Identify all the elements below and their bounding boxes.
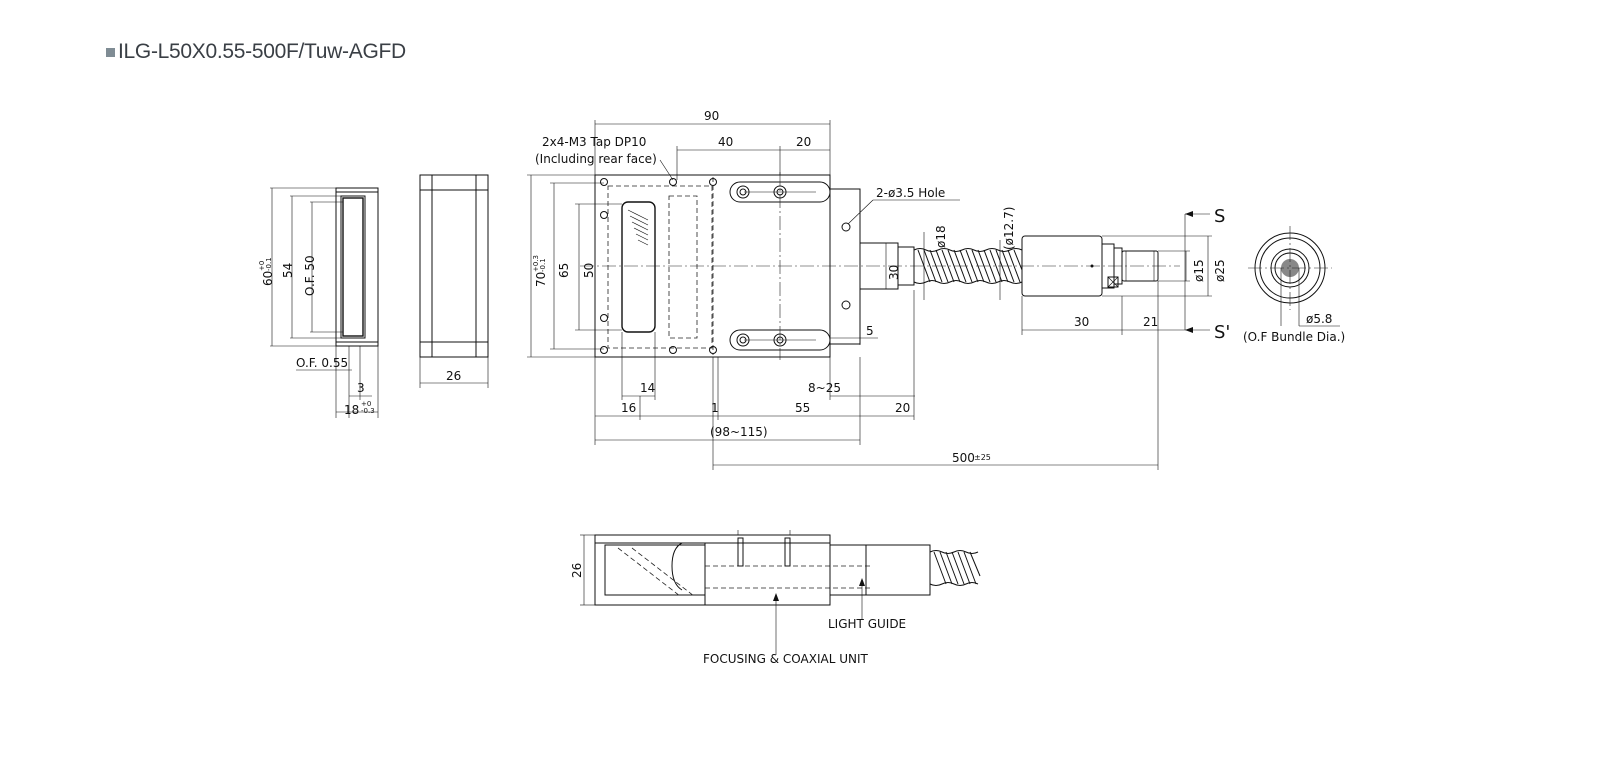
dim-25-dia: ø25 [1213, 259, 1227, 282]
dimension-lines [527, 120, 1340, 470]
section-s: S [1214, 206, 1225, 227]
page-title: ILG-L50X0.55-500F/Tuw-AGFD [106, 40, 406, 64]
dim-18-dia: ø18 [934, 225, 948, 248]
dim-50-inner: 50 [582, 263, 596, 278]
dim-55: 55 [795, 401, 810, 415]
side-view-left [270, 187, 379, 418]
dim-15-dia: ø15 [1192, 259, 1206, 282]
dim-14: 14 [640, 381, 655, 395]
dim-54: 54 [281, 263, 295, 278]
dim-21: 21 [1143, 315, 1158, 329]
dim-98-115: (98~115) [710, 425, 768, 439]
section-s-prime: S' [1214, 322, 1230, 343]
dim-60-tol-lo: -0.1 [265, 257, 273, 271]
label-light-guide: LIGHT GUIDE [828, 617, 906, 631]
dim-30-nozzle: 30 [887, 265, 901, 280]
tap-note-1: 2x4-M3 Tap DP10 [542, 135, 646, 149]
section-view [580, 530, 981, 655]
dim-3: 3 [357, 381, 365, 395]
dim-65: 65 [557, 263, 571, 278]
dim-20-top: 20 [796, 135, 811, 149]
hole-note: 2-ø3.5 Hole [876, 186, 945, 200]
dim-60-tol-hi: +0 [258, 261, 266, 271]
dim-12-7-dia: (ø12.7) [1002, 207, 1016, 250]
dim-500: 500 [952, 451, 975, 465]
label-focusing-unit: FOCUSING & COAXIAL UNIT [703, 652, 869, 666]
dim-of-50: O.F. 50 [303, 255, 317, 296]
front-view [580, 172, 1180, 360]
tap-note-2: (Including rear face) [535, 152, 657, 166]
dim-5: 5 [866, 324, 874, 338]
dim-5-8-dia: ø5.8 [1306, 312, 1332, 326]
dim-16: 16 [621, 401, 636, 415]
dim-30-barrel: 30 [1074, 315, 1089, 329]
bundle-note: (O.F Bundle Dia.) [1243, 330, 1345, 344]
dim-70: 70 [534, 272, 548, 287]
dim-70-tol-hi: +0.3 [532, 255, 540, 272]
dim-8-25: 8~25 [808, 381, 841, 395]
dim-70-tol-lo: -0.1 [539, 258, 547, 272]
dim-20-bottom: 20 [895, 401, 910, 415]
dim-18-tol-lo: -0.3 [361, 407, 375, 415]
dim-500-tol: ±25 [974, 453, 991, 462]
title-bullet-icon [106, 47, 115, 57]
dim-60: 60 [261, 271, 275, 286]
dim-1: 1 [711, 401, 719, 415]
end-view [1248, 226, 1332, 326]
title-text: ILG-L50X0.55-500F/Tuw-AGFD [118, 40, 406, 63]
dim-18: 18 [344, 403, 359, 417]
dimension-labels: 90 40 20 2x4-M3 Tap DP10 (Including rear… [258, 109, 1345, 666]
dim-18-tol-hi: +0 [361, 400, 371, 408]
dim-of-0-55: O.F. 0.55 [296, 356, 348, 370]
dim-26-side: 26 [446, 369, 461, 383]
side-view-middle [419, 174, 489, 388]
dim-26-bottom: 26 [570, 563, 584, 578]
dim-90: 90 [704, 109, 719, 123]
dim-40: 40 [718, 135, 733, 149]
